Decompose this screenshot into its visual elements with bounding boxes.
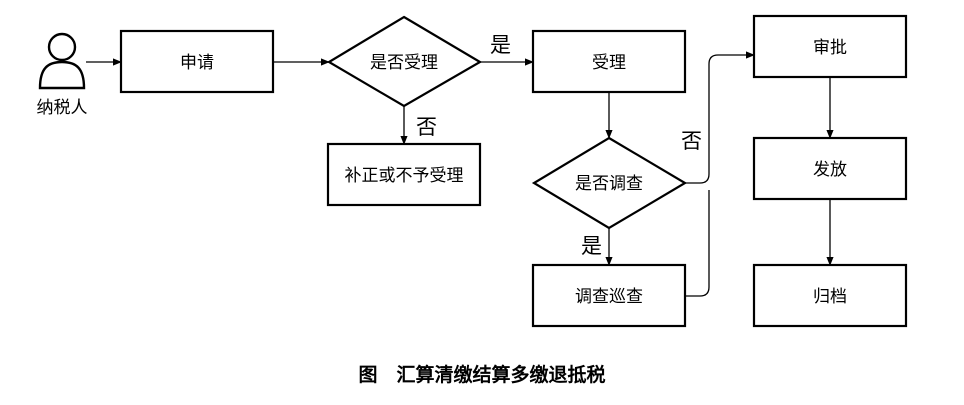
node-investigate-check: 是否调查 bbox=[531, 136, 688, 230]
node-investigate-label: 调查巡查 bbox=[575, 287, 643, 307]
edge-label-investigate-no: 否 bbox=[681, 129, 702, 153]
node-apply-label: 申请 bbox=[180, 53, 214, 73]
node-apply: 申请 bbox=[119, 29, 275, 94]
edge-label-investigate-yes: 是 bbox=[581, 234, 602, 258]
node-investigate: 调查巡查 bbox=[531, 263, 687, 328]
node-accept-label: 受理 bbox=[592, 53, 626, 73]
edge-investigate-check-no bbox=[685, 51, 755, 184]
node-issue: 发放 bbox=[752, 136, 908, 201]
node-accept: 受理 bbox=[531, 29, 687, 94]
edge-label-accept-no: 否 bbox=[416, 115, 437, 139]
node-investigate-check-label: 是否调查 bbox=[575, 174, 643, 194]
node-accept-check-label: 是否受理 bbox=[370, 53, 438, 73]
node-archive-label: 归档 bbox=[813, 287, 847, 307]
node-approve-label: 审批 bbox=[813, 38, 847, 58]
node-approve: 审批 bbox=[752, 14, 908, 79]
node-accept-check: 是否受理 bbox=[326, 15, 483, 108]
node-reject: 补正或不予受理 bbox=[326, 142, 482, 207]
edge-label-accept-yes: 是 bbox=[490, 33, 511, 57]
taxpayer-person-icon bbox=[38, 32, 86, 90]
node-reject-label: 补正或不予受理 bbox=[345, 166, 464, 186]
node-issue-label: 发放 bbox=[813, 160, 847, 180]
node-archive: 归档 bbox=[752, 263, 908, 328]
edge-investigate-to-approve bbox=[685, 190, 710, 297]
figure-caption: 图 汇算清缴结算多缴退抵税 bbox=[358, 363, 605, 386]
taxpayer-label: 纳税人 bbox=[37, 98, 88, 118]
